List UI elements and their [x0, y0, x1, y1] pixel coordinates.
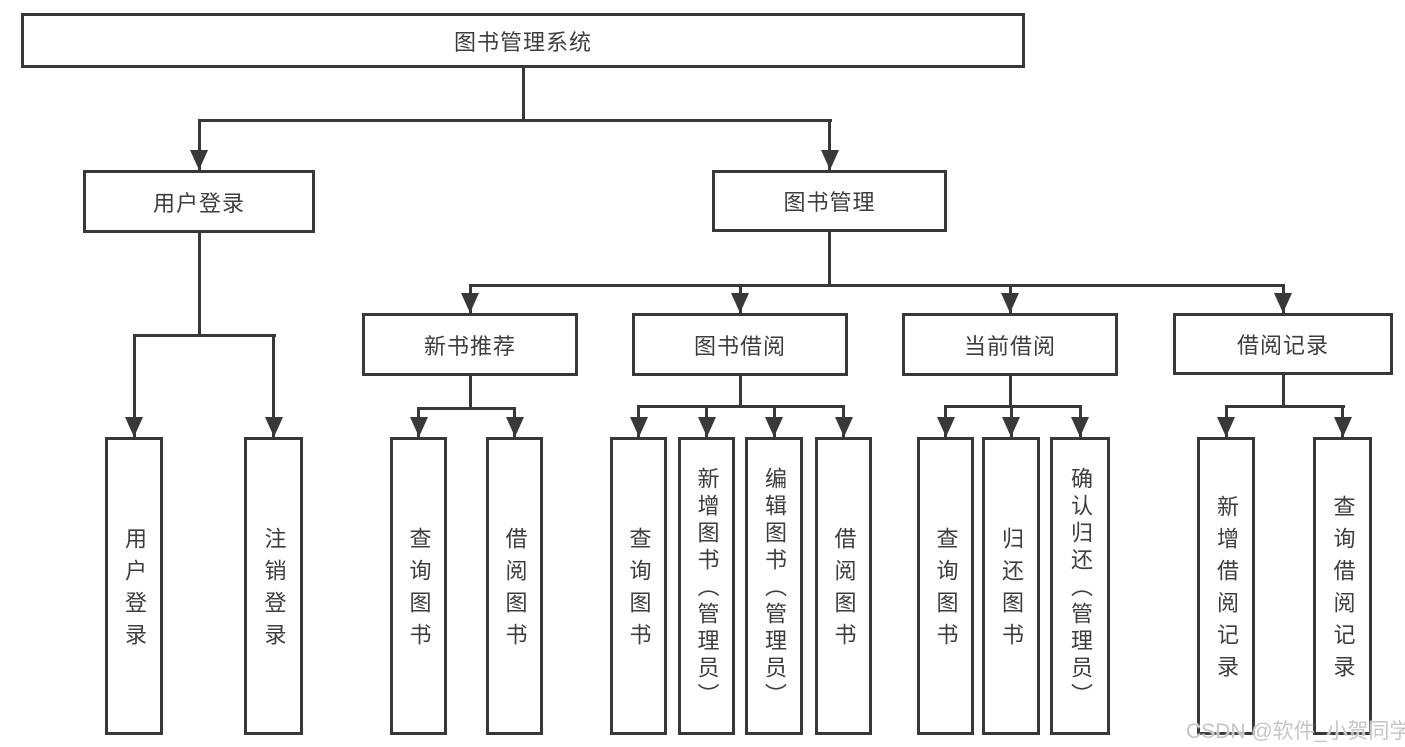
leaf-cb-return-books: 归还图书 — [982, 437, 1040, 735]
arrow-to-bb-edit — [765, 405, 783, 437]
node-borrow-records: 借阅记录 — [1173, 313, 1393, 375]
arrow-to-leaf-user-login — [125, 334, 143, 437]
arrow-to-cb-return — [1002, 405, 1020, 437]
arrow-to-br-query — [1333, 405, 1352, 437]
node-current-borrow: 当前借阅 — [902, 313, 1118, 376]
leaf-cb-confirm-return-admin: 确认归还（管理员） — [1050, 437, 1110, 735]
arrow-to-book-management — [820, 119, 839, 170]
leaf-bb-query-books-label: 查询图书 — [626, 527, 652, 655]
node-book-management: 图书管理 — [712, 170, 947, 232]
connector-rec-bar — [417, 407, 516, 410]
connector-bb-bar — [637, 405, 845, 408]
arrow-to-current-borrow — [1001, 284, 1019, 313]
node-root-label: 图书管理系统 — [453, 29, 592, 55]
leaf-rec-borrow-books: 借阅图书 — [486, 437, 543, 735]
connector-mgmt-bar — [468, 284, 1285, 287]
node-user-login: 用户登录 — [83, 170, 315, 233]
leaf-br-add-record-label: 新增借阅记录 — [1214, 495, 1239, 687]
arrow-to-bb-borrow — [834, 405, 853, 437]
connector-bb-stem — [738, 376, 742, 407]
connector-cb-stem — [1008, 376, 1012, 407]
leaf-logout-label: 注销登录 — [261, 527, 287, 655]
connector-mgmt-stem — [828, 232, 831, 286]
leaf-bb-edit-books-admin-label: 编辑图书（管理员） — [762, 467, 787, 710]
arrow-to-leaf-logout — [264, 334, 283, 437]
node-new-book-recommend: 新书推荐 — [362, 313, 578, 376]
arrow-to-rec-borrow — [505, 407, 524, 437]
leaf-br-query-record-label: 查询借阅记录 — [1330, 495, 1356, 687]
arrow-to-cb-query — [936, 405, 955, 437]
arrow-to-bb-add — [697, 405, 716, 437]
csdn-watermark: CSDN @软件_小贺同学 — [1186, 720, 1405, 743]
arrow-to-rec-query — [409, 407, 428, 437]
connector-root-stem — [521, 68, 525, 122]
arrow-to-bb-query — [629, 405, 648, 437]
leaf-bb-borrow-books-label: 借阅图书 — [831, 527, 857, 655]
leaf-user-login-label: 用户登录 — [122, 527, 147, 655]
leaf-user-login: 用户登录 — [105, 437, 163, 735]
leaf-logout: 注销登录 — [244, 437, 303, 735]
arrow-to-br-add — [1217, 405, 1235, 437]
node-book-management-label: 图书管理 — [783, 190, 876, 215]
node-user-login-label: 用户登录 — [152, 190, 245, 216]
arrow-to-cb-confirm — [1071, 405, 1089, 437]
connector-br-stem — [1281, 375, 1285, 407]
arrow-to-user-login — [190, 119, 208, 170]
leaf-cb-query-books: 查询图书 — [917, 437, 974, 735]
connector-cb-bar — [944, 405, 1082, 408]
node-borrow-records-label: 借阅记录 — [1236, 333, 1329, 358]
leaf-rec-borrow-books-label: 借阅图书 — [502, 527, 528, 655]
arrow-to-new-book-recommend — [461, 284, 479, 313]
leaf-bb-borrow-books: 借阅图书 — [815, 437, 872, 735]
leaf-bb-add-books-admin: 新增图书（管理员） — [678, 437, 735, 735]
connector-rec-stem — [468, 376, 472, 409]
node-current-borrow-label: 当前借阅 — [963, 333, 1056, 359]
connector-root-bar — [197, 119, 832, 122]
leaf-cb-return-books-label: 归还图书 — [999, 527, 1024, 655]
node-new-book-recommend-label: 新书推荐 — [423, 333, 516, 359]
leaf-cb-query-books-label: 查询图书 — [933, 527, 959, 655]
node-book-borrow-label: 图书借阅 — [693, 333, 786, 359]
leaf-br-add-record: 新增借阅记录 — [1197, 437, 1255, 735]
leaf-bb-query-books: 查询图书 — [610, 437, 667, 735]
leaf-bb-edit-books-admin: 编辑图书（管理员） — [745, 437, 803, 735]
node-root: 图书管理系统 — [21, 13, 1025, 68]
arrow-to-book-borrow — [731, 284, 749, 313]
leaf-br-query-record: 查询借阅记录 — [1313, 437, 1372, 735]
node-book-borrow: 图书借阅 — [632, 313, 848, 376]
leaf-bb-add-books-admin-label: 新增图书（管理员） — [694, 467, 720, 710]
leaf-rec-query-books-label: 查询图书 — [406, 527, 432, 655]
leaf-rec-query-books: 查询图书 — [390, 437, 447, 735]
arrow-to-borrow-records — [1274, 284, 1292, 313]
connector-login-bar — [132, 334, 276, 337]
leaf-cb-confirm-return-admin-label: 确认归还（管理员） — [1068, 467, 1093, 710]
connector-br-bar — [1224, 405, 1345, 408]
connector-login-stem — [197, 233, 201, 336]
